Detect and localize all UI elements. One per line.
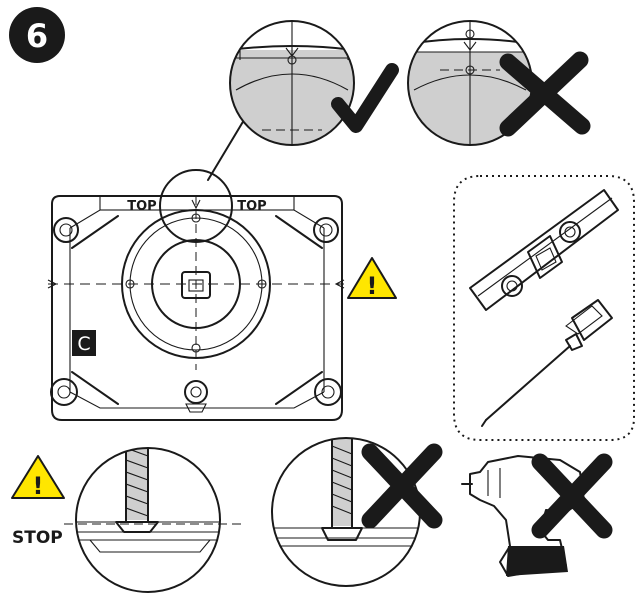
detail-wrong <box>407 20 591 146</box>
corner-screw-br <box>314 378 342 406</box>
screw-detail-correct <box>64 447 246 593</box>
corner-screw-tl <box>53 217 79 243</box>
top-label-right: TOP <box>237 199 266 214</box>
detail-correct <box>229 20 399 146</box>
bottom-screw <box>184 380 208 413</box>
warning-icon-bottom: ! <box>11 455 65 500</box>
mounting-plate: TOP TOP <box>47 195 345 421</box>
svg-text:!: ! <box>367 272 378 300</box>
warning-icon: ! <box>347 257 397 300</box>
step-number: 6 <box>26 17 48 55</box>
screw-detail-wrong <box>271 437 443 587</box>
stop-label: STOP <box>12 528 63 548</box>
drill-icon <box>461 453 613 577</box>
step-badge: 6 <box>9 7 65 63</box>
screwdriver-icon <box>481 299 613 427</box>
device-magnifier-ring <box>159 169 233 243</box>
corner-screw-tr <box>313 217 339 243</box>
top-label-left: TOP <box>127 199 156 214</box>
corner-screw-bl <box>50 378 78 406</box>
cross-icon <box>499 51 591 137</box>
check-icon <box>331 63 399 133</box>
spirit-level-icon <box>469 189 619 311</box>
cross-icon <box>531 453 613 539</box>
device-mark-letter: C <box>77 333 90 355</box>
svg-text:!: ! <box>33 472 44 500</box>
cross-icon <box>361 443 443 529</box>
tools-panel <box>453 175 635 441</box>
